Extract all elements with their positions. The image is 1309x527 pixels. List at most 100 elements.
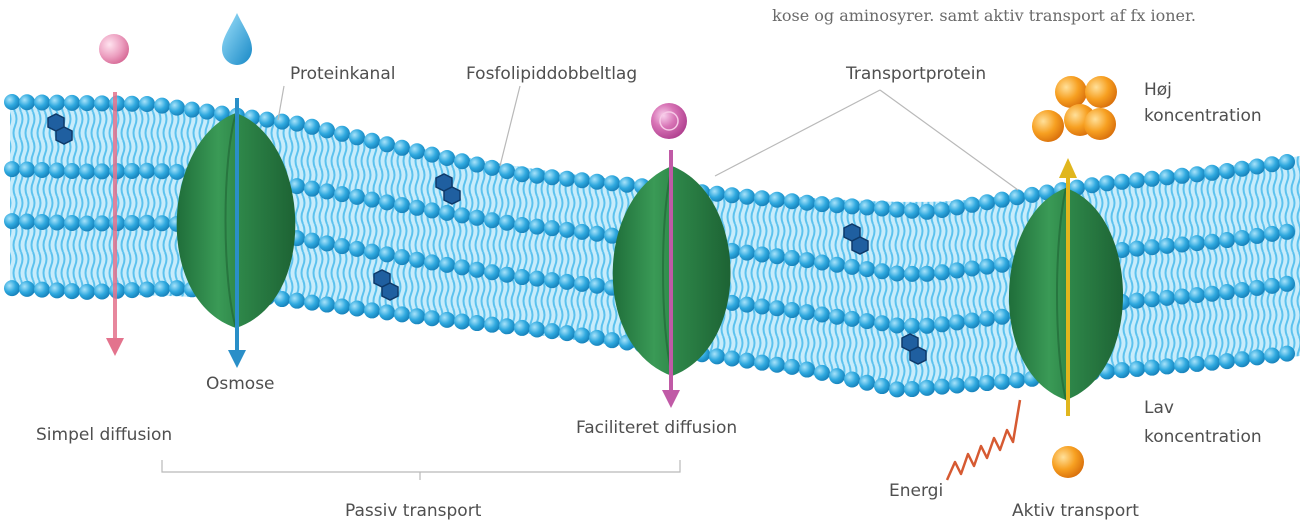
- phospholipid-head: [349, 129, 365, 145]
- phospholipid-head: [424, 310, 440, 326]
- phospholipid-head: [424, 202, 440, 218]
- phospholipid-head: [799, 252, 815, 268]
- phospholipid-head: [829, 309, 845, 325]
- phospholipid-head: [349, 300, 365, 316]
- phospholipid-head: [784, 359, 800, 375]
- phospholipid-head: [1219, 163, 1235, 179]
- phospholipid-head: [889, 202, 905, 218]
- phospholipid-head: [49, 163, 65, 179]
- phospholipid-head: [1219, 284, 1235, 300]
- phospholipid-head: [1234, 351, 1250, 367]
- phospholipid-head: [4, 280, 20, 296]
- label-lav-line1: Lav: [1144, 398, 1174, 418]
- phospholipid-head: [439, 205, 455, 221]
- phospholipid-head: [1144, 291, 1160, 307]
- phospholipid-head: [979, 375, 995, 391]
- phospholipid-head: [874, 201, 890, 217]
- phospholipid-head: [394, 197, 410, 213]
- phospholipid-head: [559, 171, 575, 187]
- phospholipid-head: [349, 189, 365, 205]
- phospholipid-head: [139, 215, 155, 231]
- phospholipid-head: [94, 215, 110, 231]
- phospholipid-head: [919, 318, 935, 334]
- phospholipid-head: [79, 163, 95, 179]
- phospholipid-head: [1144, 171, 1160, 187]
- phospholipid-head: [844, 259, 860, 275]
- phospholipid-head: [709, 348, 725, 364]
- phospholipid-head: [544, 169, 560, 185]
- phospholipid-head: [904, 381, 920, 397]
- phospholipid-head: [1279, 154, 1295, 170]
- phospholipid-head: [994, 192, 1010, 208]
- phospholipid-head: [514, 269, 530, 285]
- phospholipid-head: [589, 226, 605, 242]
- phospholipid-head: [379, 246, 395, 262]
- phospholipid-head: [1144, 360, 1160, 376]
- phospholipid-head: [949, 314, 965, 330]
- phospholipid-head: [994, 309, 1010, 325]
- phospholipid-head: [364, 133, 380, 149]
- phospholipid-head: [64, 215, 80, 231]
- phospholipid-head: [1009, 372, 1025, 388]
- phospholipid-head: [1234, 282, 1250, 298]
- phospholipid-head: [424, 254, 440, 270]
- phospholipid-head: [484, 212, 500, 228]
- phospholipid-head: [124, 96, 140, 112]
- phospholipid-head: [994, 374, 1010, 390]
- phospholipid-head: [724, 187, 740, 203]
- phospholipid-head: [409, 252, 425, 268]
- pink-sphere-icon: [99, 34, 129, 64]
- phospholipid-head: [859, 261, 875, 277]
- phospholipid-head: [1219, 353, 1235, 369]
- phospholipid-head: [1249, 280, 1265, 296]
- phospholipid-head: [529, 271, 545, 287]
- phospholipid-head: [424, 147, 440, 163]
- phospholipid-head: [304, 181, 320, 197]
- phospholipid-head: [814, 254, 830, 270]
- phospholipid-head: [934, 202, 950, 218]
- phospholipid-head: [1174, 357, 1190, 373]
- phospholipid-head: [454, 259, 470, 275]
- phospholipid-head: [484, 317, 500, 333]
- phospholipid-head: [1249, 158, 1265, 174]
- phospholipid-head: [559, 274, 575, 290]
- phospholipid-head: [1189, 166, 1205, 182]
- label-simpel-diffusion: Simpel diffusion: [36, 425, 172, 445]
- phospholipid-head: [769, 357, 785, 373]
- phospholipid-head: [814, 365, 830, 381]
- phospholipid-head: [829, 257, 845, 273]
- phospholipid-head: [1159, 169, 1175, 185]
- phospholipid-head: [1279, 224, 1295, 240]
- phospholipid-head: [604, 332, 620, 348]
- phospholipid-head: [1234, 161, 1250, 177]
- phospholipid-head: [394, 249, 410, 265]
- orange-ion-icon: [1052, 446, 1084, 478]
- phospholipid-head: [544, 323, 560, 339]
- phospholipid-head: [34, 94, 50, 110]
- phospholipid-head: [454, 313, 470, 329]
- phospholipid-head: [364, 302, 380, 318]
- phospholipid-head: [304, 233, 320, 249]
- top-caption: kose og aminosyrer. samt aktiv transport…: [772, 6, 1196, 25]
- magenta-sphere-icon: [651, 103, 687, 139]
- phospholipid-head: [1024, 187, 1040, 203]
- phospholipid-head: [979, 259, 995, 275]
- phospholipid-head: [964, 261, 980, 277]
- phospholipid-head: [19, 162, 35, 178]
- phospholipid-head: [544, 220, 560, 236]
- phospholipid-head: [844, 371, 860, 387]
- phospholipid-head: [1279, 276, 1295, 292]
- phospholipid-head: [784, 193, 800, 209]
- phospholipid-head: [394, 140, 410, 156]
- water-drop-icon: [222, 13, 252, 65]
- phospholipid-head: [1159, 290, 1175, 306]
- phospholipid-head: [64, 95, 80, 111]
- phospholipid-head: [964, 197, 980, 213]
- phospholipid-head: [874, 315, 890, 331]
- phospholipid-head: [4, 94, 20, 110]
- phospholipid-head: [304, 119, 320, 135]
- phospholipid-head: [364, 244, 380, 260]
- phospholipid-head: [154, 98, 170, 114]
- phospholipid-head: [184, 102, 200, 118]
- phospholipid-head: [379, 194, 395, 210]
